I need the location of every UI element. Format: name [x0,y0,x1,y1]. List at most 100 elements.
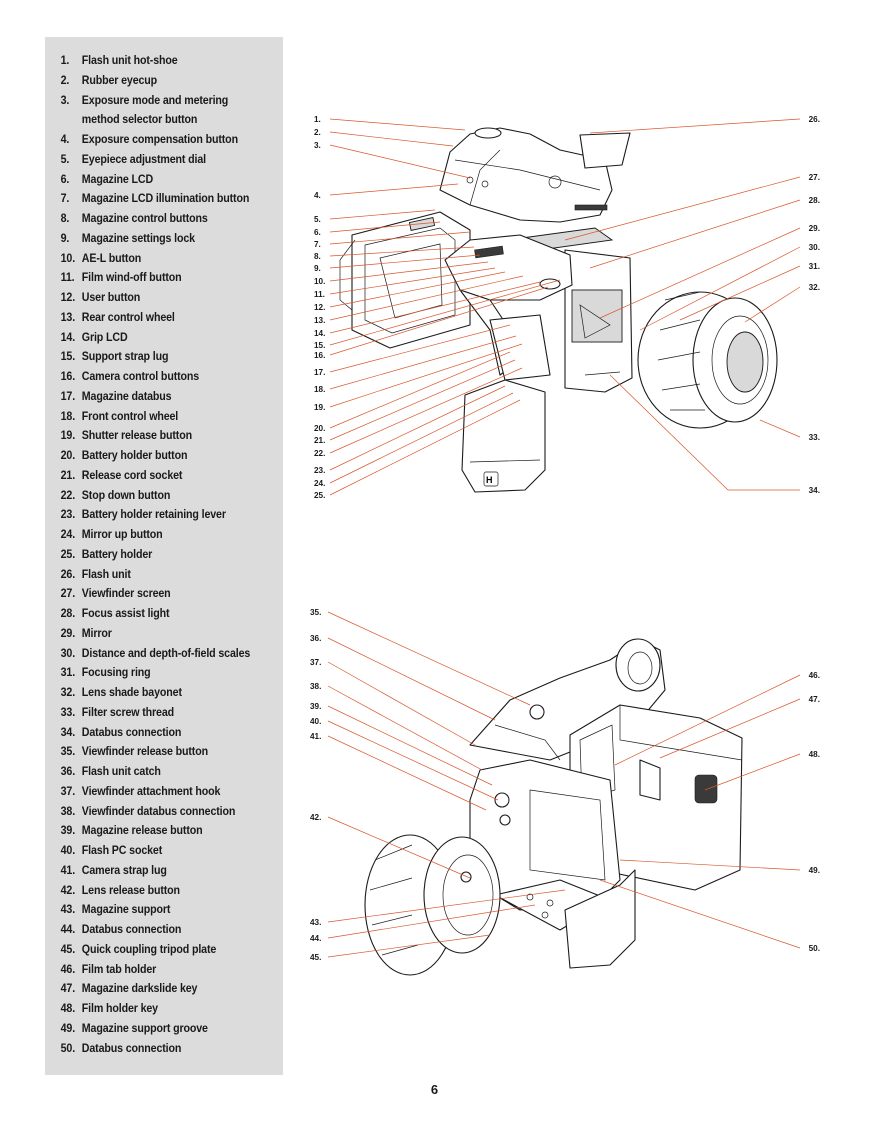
legend-item-number: 27. [60,587,76,601]
legend-item-label: AE-L button [81,251,142,265]
legend-item-number: 26. [60,567,76,581]
leader-line [329,261,489,282]
legend-item-number: 9. [60,231,70,245]
leader-line [609,374,729,491]
legend-item-label: Shutter release button [81,429,192,443]
callout-number: 22. [314,449,325,458]
legend-item-number: 30. [60,646,76,660]
leader-line [329,351,511,429]
battery-holder-part: H [461,379,546,493]
legend-item-label: Lens shade bayonet [81,686,182,699]
legend-item-number: 45. [60,942,76,956]
callout-number: 37. [310,658,321,667]
callout-number: 9. [314,264,321,273]
leader-line [599,879,801,949]
leader-line [329,359,516,441]
leader-line [327,720,499,801]
leader-line [329,335,517,390]
leader-line [327,637,496,721]
legend-item-number: 43. [60,903,76,917]
legend-item-number: 11. [60,271,75,285]
leader-line [659,698,801,759]
legend-item-number: 20. [60,449,76,462]
callout-number: 18. [314,385,325,394]
leader-line [744,286,801,323]
leader-line [327,889,566,923]
legend-item-number: 21. [60,468,76,482]
legend-item-number: 40. [60,844,76,857]
legend-item-number: 41. [60,863,76,877]
legend-item-number: 10. [60,251,76,265]
legend-item-label: Flash unit catch [81,765,161,778]
callout-number: 5. [314,215,321,224]
legend-item-number: 18. [60,409,76,423]
callout-number: 11. [314,290,325,299]
legend-item-number: 28. [60,607,76,620]
legend-item-number: 16. [60,370,76,383]
camera-body-part [444,234,633,393]
legend-item-label: Battery holder retaining lever [81,508,226,522]
callout-number: 48. [809,750,820,759]
leader-line [704,753,801,791]
callout-number: 46. [809,671,820,680]
legend-item-label: Focus assist light [81,607,170,620]
legend-item-label: Front control wheel [81,409,179,423]
callout-number: 19. [314,403,325,412]
callout-number: 21. [314,436,325,445]
legend-item-number: 49. [60,1021,76,1035]
callout-number: 33. [809,433,820,442]
callout-number: 2. [314,128,321,137]
legend-item-number: 24. [60,528,76,541]
leader-line [327,661,476,746]
legend-item-label: Filter screw thread [81,705,175,719]
leader-line [329,209,436,220]
leader-line [329,246,475,257]
leader-line [329,221,441,233]
callout-number: 43. [310,918,321,927]
viewfinder-part [439,127,631,223]
leader-line [329,367,523,454]
leader-line [329,279,561,346]
legend-item-number: 34. [60,725,76,739]
legend-item-label: Stop down button [81,488,171,502]
leader-line [599,227,801,319]
legend-item-label: Mirror [81,626,112,640]
callout-number: 14. [314,329,325,338]
legend-item-label: Grip LCD [81,330,128,344]
callout-number: 20. [314,424,325,433]
callout-number: 23. [314,466,325,475]
legend-item-number: 37. [60,784,76,798]
leader-line [564,176,801,241]
legend-item-label: Exposure mode and metering [81,93,229,107]
callout-number: 17. [314,368,325,377]
legend-item-label: Exposure compensation button [81,133,238,146]
leader-line [329,231,471,245]
legend-item-label: Magazine support [81,903,171,917]
leader-line [329,281,541,334]
leader-line [614,674,801,766]
lens-front-part [364,834,501,976]
legend-item-number: 29. [60,626,76,640]
legend-item-number: 14. [60,330,76,344]
legend-item-label: Viewfinder attachment hook [81,784,221,798]
callout-number: 49. [809,866,820,875]
legend-item-label: Eyepiece adjustment dial [81,152,206,166]
leader-line [329,131,454,147]
legend-item-number: 4. [60,133,70,146]
callout-number: 15. [314,341,325,350]
leader-line [329,271,506,308]
leader-line [329,385,506,471]
legend-item-label: User button [81,291,141,304]
legend-item-number: 42. [60,883,76,897]
legend-item-label: Viewfinder screen [81,587,171,601]
legend-item-number: 39. [60,824,76,838]
legend-item-label: Camera control buttons [81,370,200,383]
callout-number: 34. [809,486,820,495]
leader-line [327,611,531,706]
legend-item-number: 23. [60,508,76,522]
leader-line [619,859,801,871]
callout-number: 6. [314,228,321,237]
leader-line [759,419,801,438]
leader-line [329,399,521,496]
